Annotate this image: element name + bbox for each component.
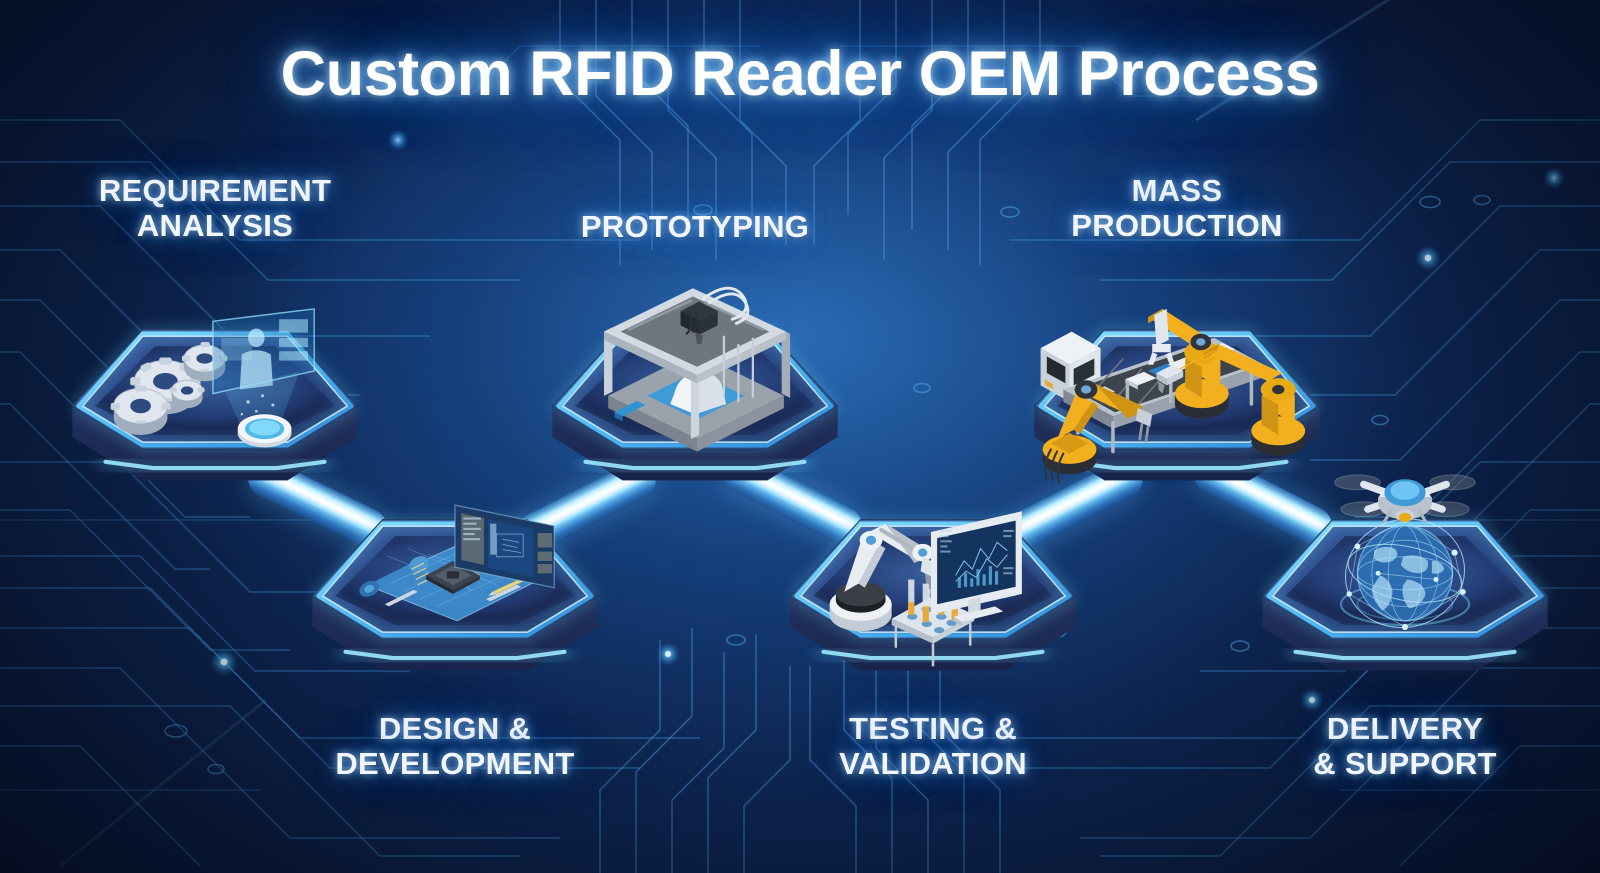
step-mass-production[interactable]: MASS PRODUCTION xyxy=(1022,173,1332,510)
step-label-design-development: DESIGN & DEVELOPMENT xyxy=(335,711,575,781)
step-label-delivery-support: DELIVERY & SUPPORT xyxy=(1313,711,1497,781)
step-requirement-analysis[interactable]: REQUIREMENT ANALYSIS xyxy=(60,173,370,510)
step-label-mass-production: MASS PRODUCTION xyxy=(1071,173,1283,243)
step-prototyping[interactable]: PROTOTYPING xyxy=(540,209,850,510)
step-label-testing-validation: TESTING & VALIDATION xyxy=(839,711,1027,781)
step-testing-validation[interactable]: TESTING & VALIDATION xyxy=(778,490,1088,781)
step-label-requirement-analysis: REQUIREMENT ANALYSIS xyxy=(98,173,332,243)
step-delivery-support[interactable]: DELIVERY & SUPPORT xyxy=(1250,474,1560,781)
step-design-development[interactable]: DESIGN & DEVELOPMENT xyxy=(300,490,610,781)
title-container: Custom RFID Reader OEM Process xyxy=(0,38,1600,110)
step-label-prototyping: PROTOTYPING xyxy=(580,209,810,244)
page-title: Custom RFID Reader OEM Process xyxy=(280,39,1320,109)
delivery-drone xyxy=(1334,474,1476,524)
